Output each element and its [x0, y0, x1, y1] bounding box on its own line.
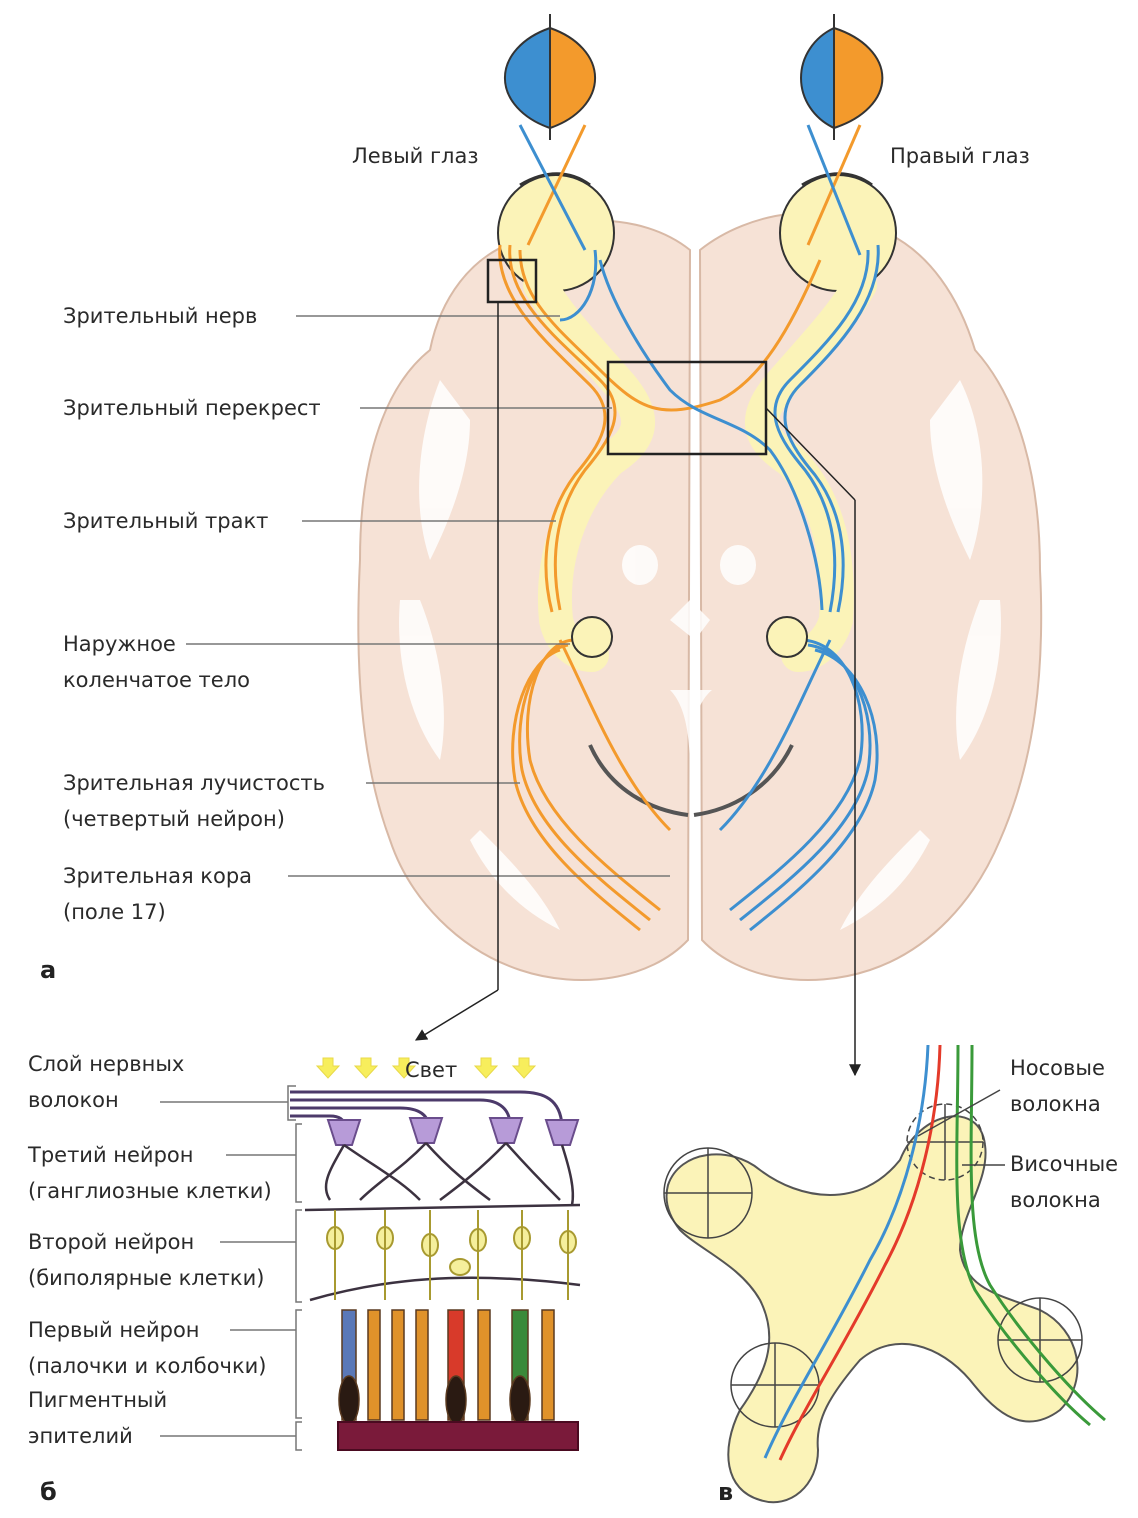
second-neuron-label-line2: (биполярные клетки)	[28, 1266, 265, 1290]
retina-panel	[160, 1057, 581, 1451]
nerve-cross-sections	[663, 1103, 1083, 1428]
panel-b-letter: б	[40, 1478, 57, 1506]
lgn-label-line2: коленчатое тело	[63, 668, 250, 692]
nasal-fibers-label-line1: Носовые	[1010, 1056, 1105, 1080]
radiation-label-line1: Зрительная лучистость	[63, 771, 325, 795]
first-neuron-label-line1: Первый нейрон	[28, 1318, 200, 1342]
light-label: Свет	[405, 1058, 458, 1082]
cortex-label-line2: (поле 17)	[63, 900, 166, 924]
ganglion-cells	[326, 1117, 580, 1146]
right-visual-field	[800, 14, 884, 140]
fiber-layer-label-line2: волокон	[28, 1088, 119, 1112]
radiation-label-line2: (четвертый нейрон)	[63, 807, 285, 831]
third-neuron-label-line2: (ганглиозные клетки)	[28, 1179, 272, 1203]
blue-fibers	[559, 244, 880, 932]
chiasm-zoom-arrow	[765, 407, 856, 501]
cortex-label-line1: Зрительная кора	[63, 864, 253, 888]
leader-lines	[186, 315, 670, 877]
nasal-fibers-label-line2: волокна	[1010, 1092, 1101, 1116]
chiasm-panel	[663, 1044, 1106, 1504]
third-neuron-label-line1: Третий нейрон	[28, 1143, 194, 1167]
optic-pathway	[523, 268, 877, 672]
retina-zoom-box	[486, 258, 538, 304]
photoreceptors	[338, 1309, 555, 1425]
right-hemisphere	[698, 211, 1043, 981]
temporal-fibers-label-line1: Височные	[1010, 1152, 1119, 1176]
first-neuron-label-line2: (палочки и колбочки)	[28, 1354, 267, 1378]
panel-a-letter: а	[40, 956, 57, 984]
light-arrows	[315, 1057, 537, 1079]
orange-fibers	[498, 244, 822, 932]
second-neuron-label-line1: Второй нейрон	[28, 1230, 195, 1254]
optic-tract-label: Зрительный тракт	[63, 509, 269, 533]
white-matter	[399, 380, 1001, 930]
neuron-network	[304, 1142, 581, 1302]
retina-brackets	[160, 1085, 302, 1451]
fiber-layer-label-line1: Слой нервных	[28, 1052, 185, 1076]
optic-nerve-label: Зрительный нерв	[63, 304, 258, 328]
panel-c-letter: в	[718, 1478, 734, 1506]
pigment-label-line1: Пигментный	[28, 1388, 168, 1412]
right-lgn	[766, 616, 808, 658]
pigment-label-line2: эпителий	[28, 1424, 133, 1448]
chiasm-label: Зрительный перекрест	[63, 396, 321, 420]
right-eyeball	[779, 174, 897, 292]
left-visual-field	[503, 14, 597, 140]
left-eye-label: Левый глаз	[352, 144, 479, 168]
temporal-fibers-label-line2: волокна	[1010, 1188, 1101, 1212]
chiasm-fibers	[763, 1044, 1106, 1461]
lgn-label-line1: Наружное	[63, 632, 176, 656]
brain-panel	[186, 14, 1043, 1077]
ventricle-left	[588, 744, 689, 817]
right-eye-label: Правый глаз	[890, 144, 1030, 168]
bipolar-cells	[326, 1210, 577, 1300]
pigment-epithelium	[337, 1421, 579, 1451]
chiasm-body	[665, 1115, 1079, 1504]
left-lgn	[571, 616, 613, 658]
chiasm-leader-lines	[917, 1089, 1005, 1166]
